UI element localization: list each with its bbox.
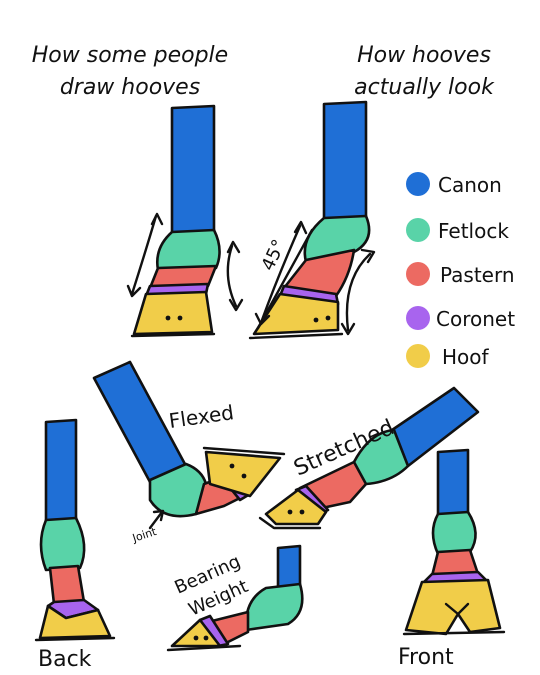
wrong-hoof-motion-arrow <box>226 244 238 308</box>
front-view-hoof-drawing <box>402 448 506 636</box>
front-label: Front <box>398 645 454 670</box>
bearing-weight-fetlock <box>244 582 304 632</box>
legend-swatch-hoof <box>406 344 430 368</box>
heading-right-line1: How hooves <box>357 43 491 68</box>
flexed-hoof-sole <box>202 446 286 456</box>
joint-label: Joint <box>130 525 159 545</box>
stretched-hoof-drawing <box>258 386 480 530</box>
legend-swatch-fetlock <box>406 218 430 242</box>
wrong-hoof-motion-arrow <box>130 214 158 296</box>
wrong-hoof-canon <box>170 104 216 236</box>
angle-label: 45° <box>257 236 290 274</box>
correct-hoof-nail-dot <box>325 315 331 321</box>
legend-label-hoof: Hoof <box>442 345 490 369</box>
front-view-canon <box>436 448 470 518</box>
legend-label-fetlock: Fetlock <box>438 219 509 243</box>
heading-wrong-line1: How some people <box>32 43 228 68</box>
wrong-hoof-nail-dot <box>177 315 183 321</box>
correct-hoof-motion-arrow <box>345 252 372 332</box>
legend-swatch-coronet <box>406 306 430 330</box>
flexed-hoof-nail-dot <box>229 463 235 469</box>
front-view-hoof <box>404 578 502 636</box>
legend-item-pastern: Pastern <box>406 262 515 287</box>
legend-item-hoof: Hoof <box>406 344 490 369</box>
legend-label-canon: Canon <box>438 173 502 197</box>
wrong-hoof-motion-arrow <box>226 240 241 254</box>
correct-hoof-motion-arrow <box>260 224 302 322</box>
bearing-weight-nail-dot <box>193 635 199 641</box>
back-view-canon <box>44 418 78 524</box>
front-view-fetlock <box>431 510 477 556</box>
stretched-hoof-hoof <box>264 488 328 526</box>
front-view-frog-notch <box>444 602 470 616</box>
legend-swatch-canon <box>406 172 430 196</box>
legend-label-coronet: Coronet <box>436 307 515 331</box>
legend: Canon Fetlock Pastern Coronet Hoof <box>406 172 515 369</box>
joint-pointer-arrow <box>152 509 165 522</box>
wrong-hoof-hoof <box>132 290 214 336</box>
correct-hoof-canon <box>322 100 368 222</box>
joint-pointer-arrow <box>148 510 164 530</box>
back-view-sole <box>34 636 116 642</box>
correct-hoof-motion-arrow <box>340 322 356 336</box>
front-view-sole <box>402 630 506 636</box>
stretched-hoof-sole <box>258 516 322 530</box>
legend-label-pastern: Pastern <box>440 263 515 287</box>
wrong-hoof-motion-arrow <box>126 284 142 298</box>
heading-wrong-line2: draw hooves <box>60 75 200 100</box>
correct-hoof-angle-line <box>256 228 314 330</box>
bearing-weight-hoof-drawing <box>166 544 304 652</box>
back-label: Back <box>38 647 92 672</box>
bearing-weight-sole <box>166 644 242 652</box>
legend-item-canon: Canon <box>406 172 502 197</box>
correct-hoof-nail-dot <box>313 317 319 323</box>
correct-hoof-motion-arrow <box>254 312 271 326</box>
bearing-weight-nail-dot <box>203 635 209 641</box>
correct-hoof-drawing <box>248 100 376 340</box>
back-view-hoof-drawing <box>34 418 116 642</box>
flexed-label: Flexed <box>167 400 235 433</box>
flexed-hoof-drawing <box>92 360 286 518</box>
bearing-weight-hoof <box>170 618 222 648</box>
legend-item-coronet: Coronet <box>406 306 515 331</box>
wrong-hoof-drawing <box>126 104 244 338</box>
wrong-hoof-nail-dot <box>165 315 171 321</box>
correct-hoof-sole <box>248 332 344 340</box>
legend-swatch-pastern <box>406 262 430 286</box>
legend-item-fetlock: Fetlock <box>406 218 509 243</box>
correct-hoof-motion-arrow <box>293 220 308 235</box>
back-view-hoof <box>38 604 112 640</box>
wrong-hoof-motion-arrow <box>150 212 164 226</box>
stretched-hoof-nail-dot <box>299 509 305 515</box>
heading-right-line2: actually look <box>354 75 495 100</box>
stretched-hoof-nail-dot <box>287 509 293 515</box>
correct-hoof-motion-arrow <box>360 248 376 264</box>
back-view-pastern <box>48 564 86 606</box>
back-view-fetlock <box>39 516 86 572</box>
wrong-hoof-fetlock <box>156 228 221 272</box>
wrong-hoof-motion-arrow <box>228 298 244 312</box>
flexed-hoof-nail-dot <box>241 473 247 479</box>
wrong-hoof-sole <box>130 332 216 338</box>
